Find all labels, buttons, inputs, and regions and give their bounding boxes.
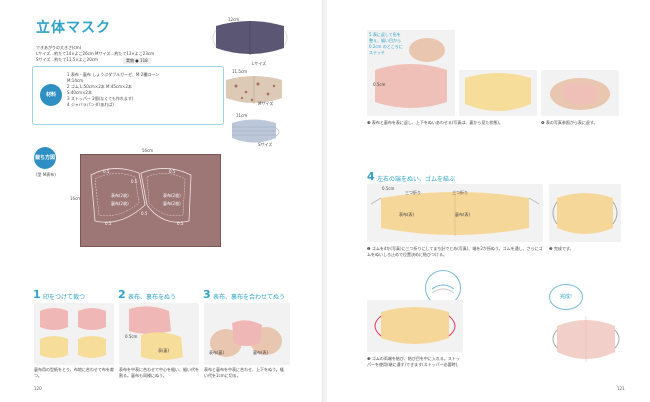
mask-large-label: Lサイズ	[252, 61, 267, 66]
step4-caption: ❷ 完成です。	[549, 246, 574, 251]
step-photo-top-mid	[459, 70, 537, 116]
step3-label: 裏布(表)	[253, 350, 269, 355]
step-number: 3	[203, 288, 211, 301]
materials-list: 1 表布・裏布 しょうぶダブルガーゼ、M:2種ローン M:14cm 2 ゴム L…	[67, 72, 217, 108]
page-number: 120	[34, 386, 42, 391]
mask-large-dim: 12cm	[228, 17, 240, 22]
photo-note: 5 表に返して形を 整え、縫い目から 0.2cm のところに ステッチ	[369, 32, 409, 56]
photo-note-line: ステッチ	[369, 50, 385, 55]
seam-label: 0.5	[169, 169, 176, 174]
step3-photo	[204, 303, 290, 365]
step4-label: 裏布(表)	[455, 212, 471, 217]
caption-top: ❹ 表の写真参照がら表に返す。	[541, 120, 598, 125]
step4-caption: ❶ ゴムを4か(写真)に三つ折りにしてまち針でとめ(写真)、端を2か所ぬう。ゴム…	[367, 246, 543, 257]
step4-label: 表布(表)	[399, 212, 415, 217]
pattern-pieces-drawing	[90, 168, 192, 223]
step-description: 表布と裏布を中表に合わせ、上下をぬう。縫い代を1cmに切る。	[204, 367, 284, 378]
step-description: 表布を中表に合わせて中心を縫い、縫い代を割る。裏布も同様にぬう。	[119, 367, 199, 378]
step4-label: 三つ折り	[452, 190, 468, 195]
step-photo-top-left	[367, 30, 455, 116]
caption-top: ❸ 表布と裏布を表に返し、上下をぬいあわせる(写真は、裏から見た状態)。	[367, 120, 503, 125]
page-title: 立体マスク	[36, 20, 111, 36]
step4-photo-main	[367, 184, 543, 242]
material-item: S:40cm×2本	[67, 90, 92, 95]
completion-bubble: 完成!	[549, 284, 583, 310]
right-page: 5 表に返して形を 整え、縫い目から 0.2cm のところに ステッチ 0.5c…	[327, 0, 650, 402]
mask-medium-dim: 11.5cm	[232, 69, 248, 74]
seam-label: 0.5	[131, 179, 138, 184]
step2-photo	[119, 303, 199, 365]
finished-mask-photo	[552, 316, 620, 362]
step-title: 印をつけて裁つ	[43, 294, 86, 301]
step1-photo	[34, 303, 114, 365]
step2-label: 表(裏)	[158, 348, 170, 353]
step2-label: 0.5cm	[125, 334, 138, 339]
seam-label: 0.5	[105, 221, 112, 226]
material-item: 1 表布・裏布 しょうぶダブルガーゼ、M:2種ローン	[67, 72, 160, 77]
step-number: 4	[367, 170, 375, 183]
step5-caption: ❸ ゴムの両端を結び、結び目を中に入れる。ストッパーを使用(端に通す)できます(…	[367, 356, 460, 367]
material-item: M:14cm	[67, 78, 83, 83]
photo-note-line: 0.2cm のところに	[369, 44, 403, 49]
mask-medium-label: Mサイズ	[258, 101, 274, 106]
completion-text: 完成!	[559, 294, 572, 300]
intro-line: Lサイズ…約たて14×よこ26cm Mサイズ…約たて13×よこ23cm	[36, 51, 154, 56]
pattern-width-label: 56cm	[142, 148, 154, 153]
seam-label: 0.5	[103, 169, 110, 174]
mask-small-dim: 11cm	[236, 113, 248, 118]
scale-label: 実物 ● 118	[123, 58, 151, 64]
photo-note-line: 5 表に返して形を	[369, 32, 401, 37]
step4-label: 0.5cm	[382, 186, 395, 191]
material-item: 2 ゴム L:50cm×2本 M:45cm×2本	[67, 84, 132, 89]
pattern-piece-label: 表布(2枚)	[163, 193, 181, 198]
pattern-piece-label: 裏布(2枚)	[111, 201, 129, 206]
mask-small-label: Sサイズ	[258, 142, 273, 147]
intro-line: できあがりの大きさ(cm)	[36, 45, 82, 50]
pattern-piece-label: 表布(2枚)	[111, 193, 129, 198]
step-description: 裏布用の型紙をとり、布地に合わせて布を裁つ。	[34, 367, 114, 378]
mask-photo-large	[212, 21, 288, 55]
pattern-fabric: 表布(2枚) 表布(2枚) 裏布(2枚) 裏布(2枚) 0.5 0.5 0.5 …	[80, 154, 221, 247]
step-title: 表布、裏布を合わせてぬう	[213, 294, 286, 301]
mask-photo-small	[232, 119, 280, 143]
photo-label: 0.5cm	[373, 82, 386, 87]
material-item: 4 ジャバラパンダ(あれば)	[67, 102, 114, 107]
step4-photo-finished	[549, 184, 621, 242]
intro-line: Sサイズ…約たて11.5×よこ20cm	[36, 57, 98, 62]
step-number: 1	[33, 288, 41, 301]
step3-label: 表布(裏)	[209, 350, 225, 355]
photo-note-line: 整え、縫い目から	[369, 38, 401, 43]
materials-badge: 材料	[40, 84, 62, 106]
seam-label: 0.5	[141, 211, 148, 216]
step5-photo	[367, 300, 463, 352]
left-page: 立体マスク できあがりの大きさ(cm) Lサイズ…約たて14×よこ26cm Mサ…	[0, 0, 323, 402]
material-item: 3 ストッパー 2個(なくても作れます)	[67, 96, 134, 101]
mask-photo-medium	[226, 76, 282, 104]
step-number: 2	[118, 288, 126, 301]
pattern-caption: (型 M表布)	[36, 172, 56, 177]
pattern-height-label: 16cm	[70, 196, 82, 201]
page-number: 121	[617, 386, 625, 391]
step-photo-top-right	[541, 70, 619, 116]
pattern-badge: 裁ち方図	[34, 147, 56, 169]
intro-text: できあがりの大きさ(cm) Lサイズ…約たて14×よこ26cm Mサイズ…約たて…	[36, 45, 196, 63]
pattern-piece-label: 裏布(2枚)	[163, 201, 181, 206]
step4-label: 三つ折り	[405, 190, 421, 195]
step-title: 表布、裏布をぬう	[128, 294, 177, 301]
book-gutter	[322, 0, 328, 402]
materials-box: 材料 1 表布・裏布 しょうぶダブルガーゼ、M:2種ローン M:14cm 2 ゴ…	[32, 66, 224, 125]
step-title: 左右の端をぬい、ゴムを結ぶ	[377, 176, 456, 183]
seam-label: 0.5	[177, 221, 184, 226]
